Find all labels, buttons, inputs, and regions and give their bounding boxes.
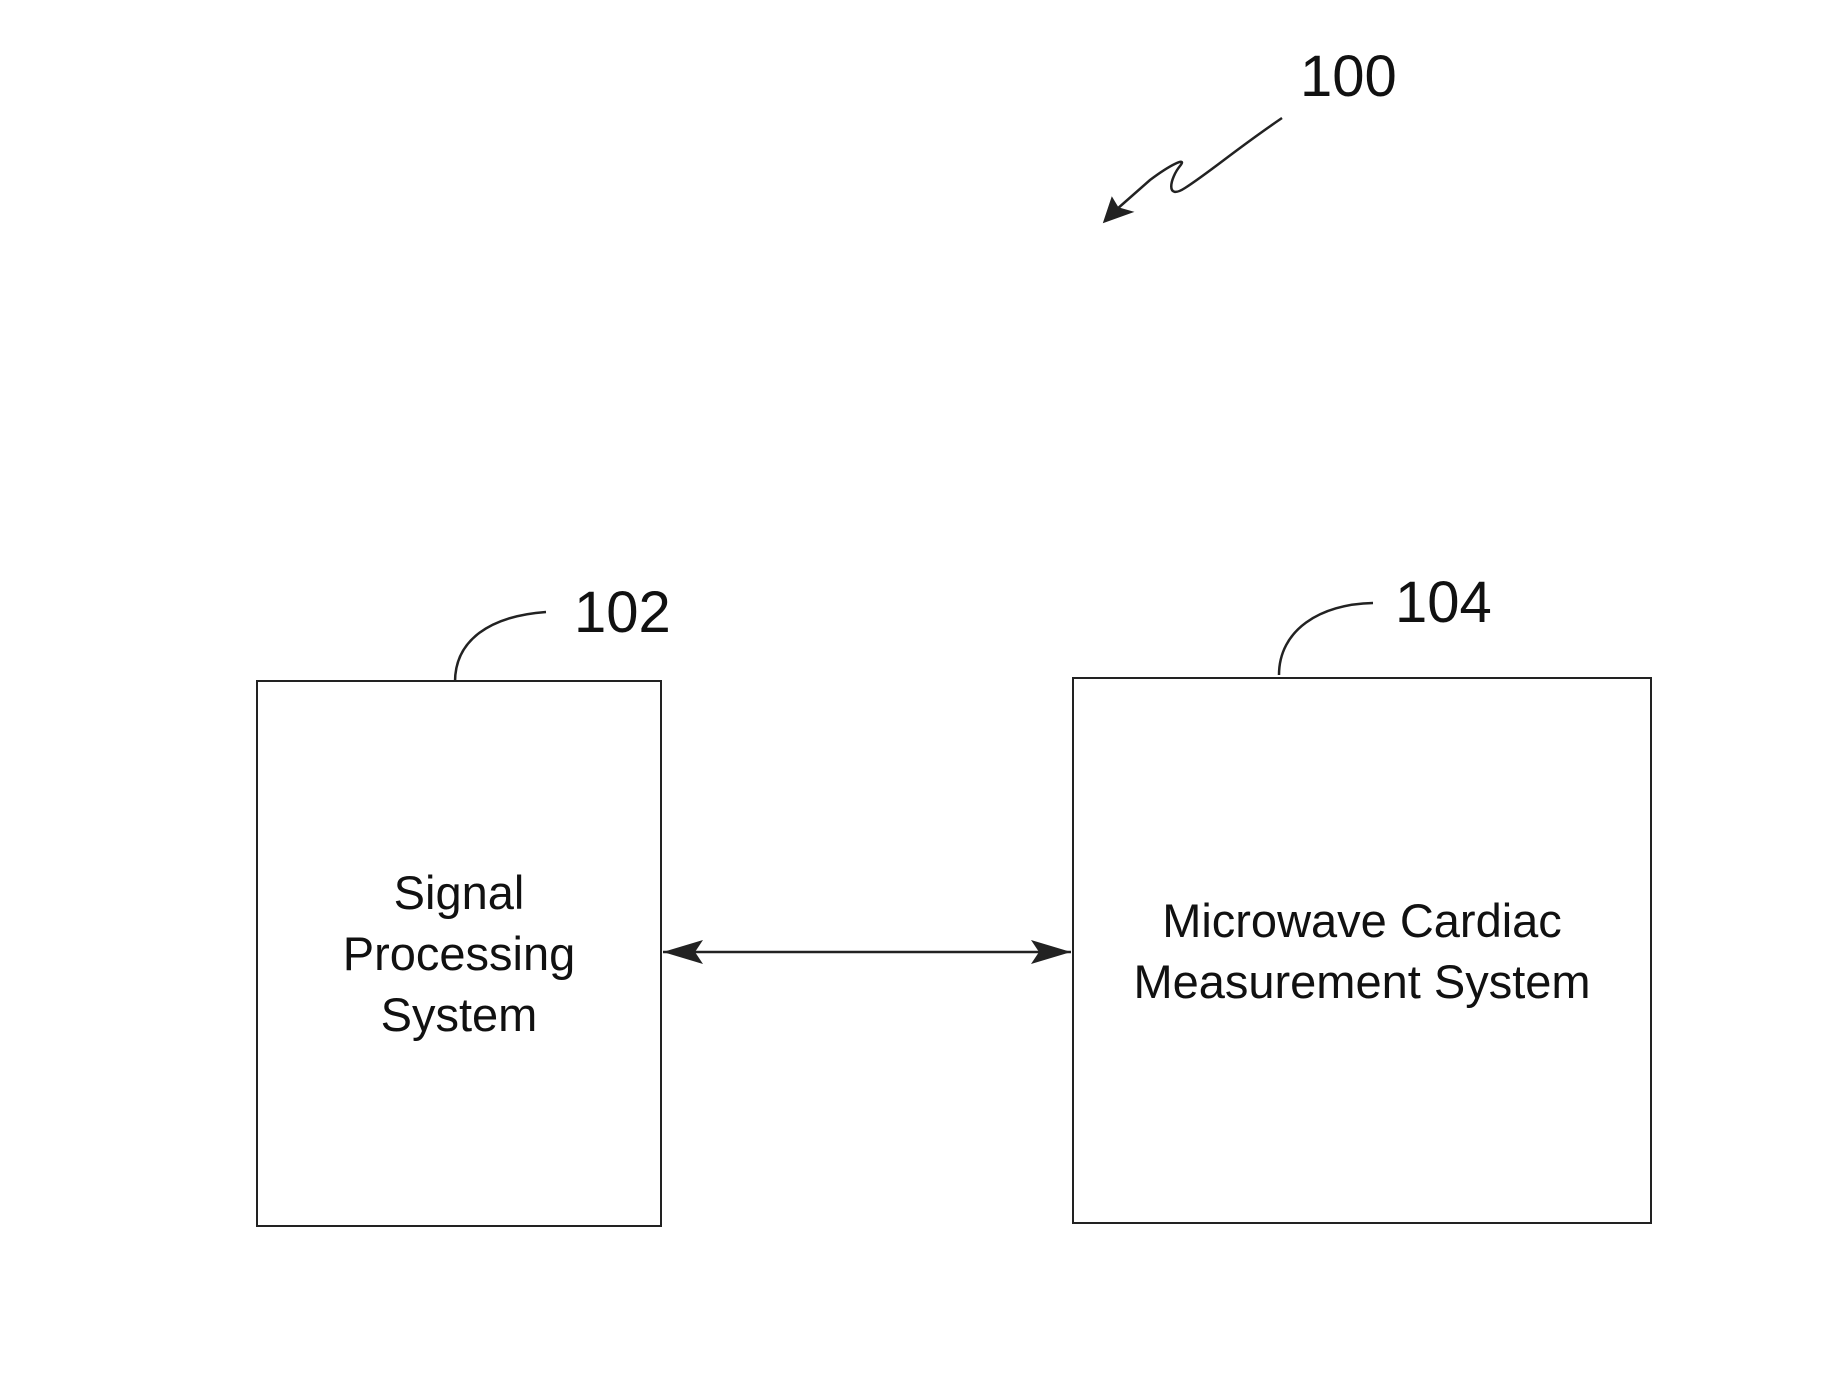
block-label-line: Signal — [394, 862, 525, 923]
block-reference-label-102: 102 — [574, 584, 671, 642]
block-reference-label-104: 104 — [1395, 574, 1492, 632]
figure-reference-label: 100 — [1300, 48, 1397, 106]
figure-reference-arrowhead — [1104, 198, 1132, 222]
signal-processing-system-block: Signal Processing System — [256, 680, 662, 1227]
block-label-line: System — [381, 984, 538, 1045]
leader-line-104 — [1279, 603, 1373, 675]
figure-reference-leader — [1108, 118, 1282, 217]
microwave-cardiac-measurement-system-block: Microwave Cardiac Measurement System — [1072, 677, 1652, 1224]
block-label-line: Measurement System — [1133, 951, 1590, 1012]
block-label-line: Processing — [343, 923, 576, 984]
block-label-line: Microwave Cardiac — [1162, 890, 1562, 951]
leader-line-102 — [455, 612, 546, 682]
